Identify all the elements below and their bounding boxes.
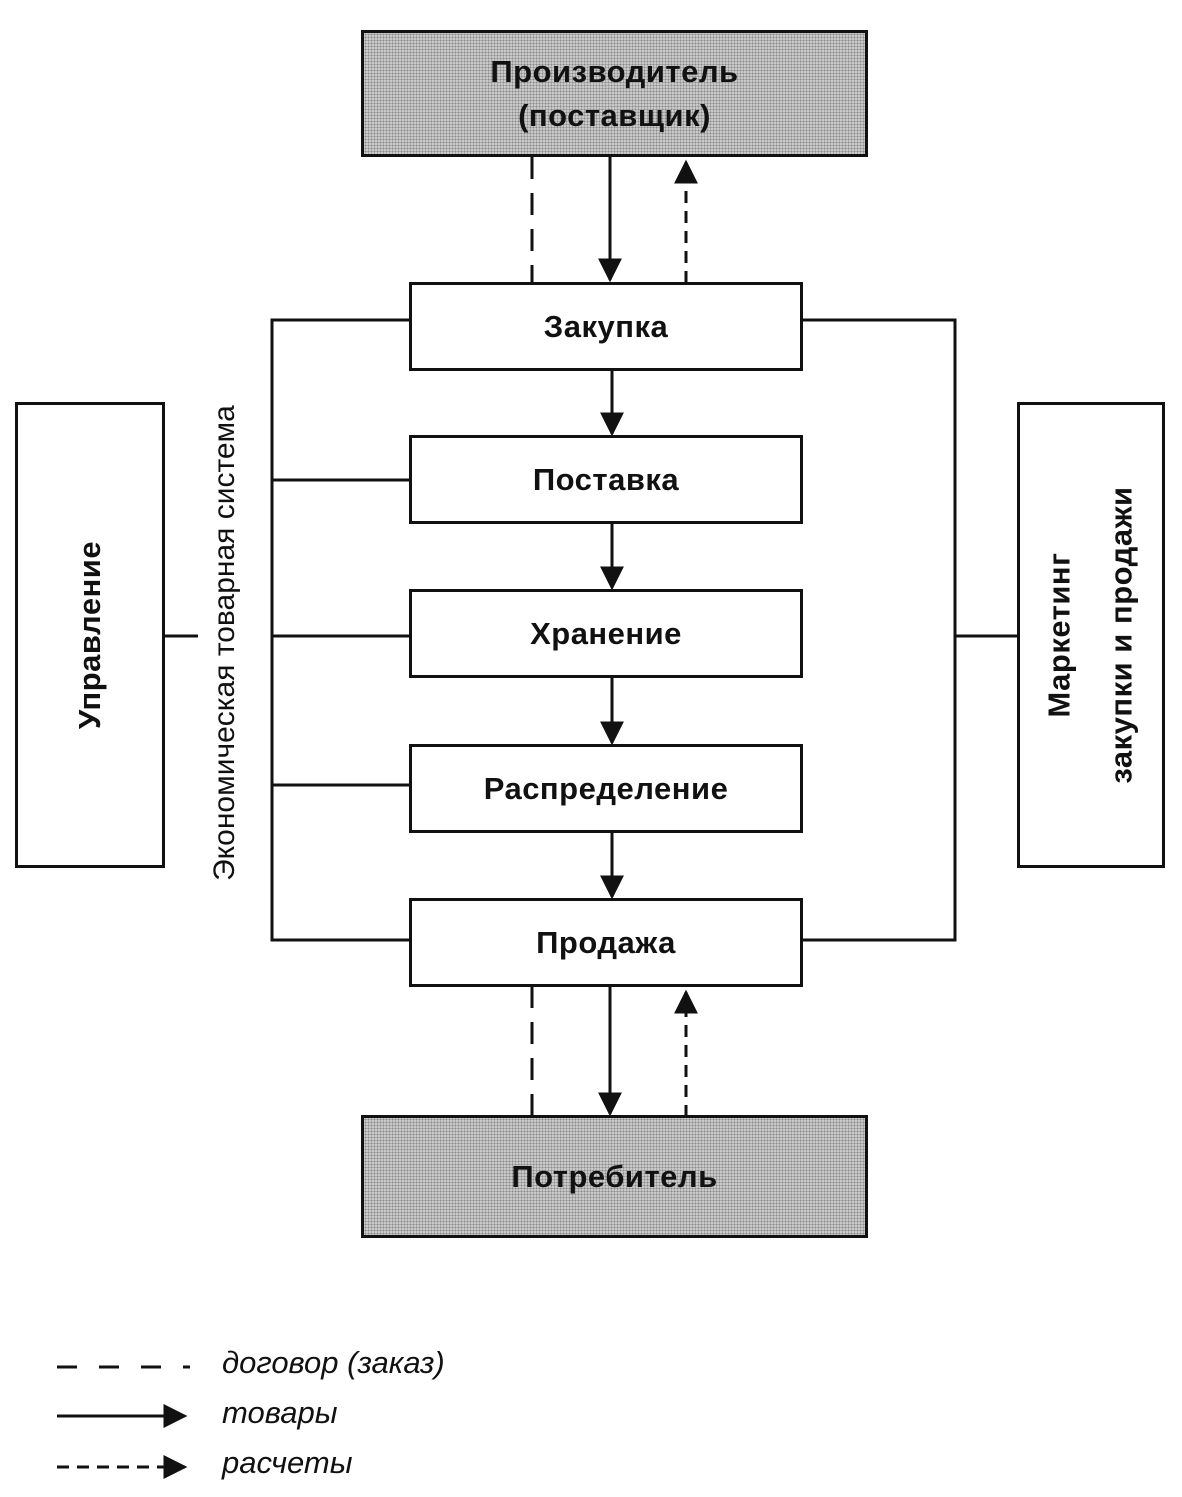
producer-subtitle: (поставщик) (518, 97, 711, 133)
legend-item-goods: товары (222, 1395, 338, 1430)
legend-item-payments: расчеты (222, 1445, 353, 1480)
legend-item-contract: договор (заказ) (222, 1345, 445, 1380)
stage-distribution: Распределение (409, 744, 803, 833)
stage-sale: Продажа (409, 898, 803, 987)
marketing-subtitle: закупки и продажи (1104, 486, 1139, 784)
marketing-title: Маркетинг (1042, 552, 1077, 718)
right-bracket (802, 318, 957, 942)
consumer-label: Потребитель (511, 1158, 718, 1194)
stage-label: Поставка (532, 461, 680, 497)
stage-label: Продажа (536, 924, 676, 960)
stage-label: Распределение (483, 770, 729, 806)
system-label: Экономическая товарная система (208, 404, 242, 881)
stage-purchase: Закупка (409, 282, 803, 371)
producer-title: Производитель (490, 53, 739, 89)
stage-label: Закупка (543, 308, 669, 344)
stage-storage: Хранение (409, 589, 803, 678)
stage-label: Хранение (530, 615, 682, 651)
stage-delivery: Поставка (409, 435, 803, 524)
management-label: Управление (72, 540, 108, 730)
producer-box: Производитель (поставщик) (361, 30, 868, 157)
marketing-box: Маркетинг закупки и продажи (1017, 402, 1165, 868)
management-box: Управление (15, 402, 165, 868)
consumer-box: Потребитель (361, 1115, 868, 1238)
system-label-wrap: Экономическая товарная система (195, 310, 255, 975)
left-bracket (270, 318, 411, 942)
